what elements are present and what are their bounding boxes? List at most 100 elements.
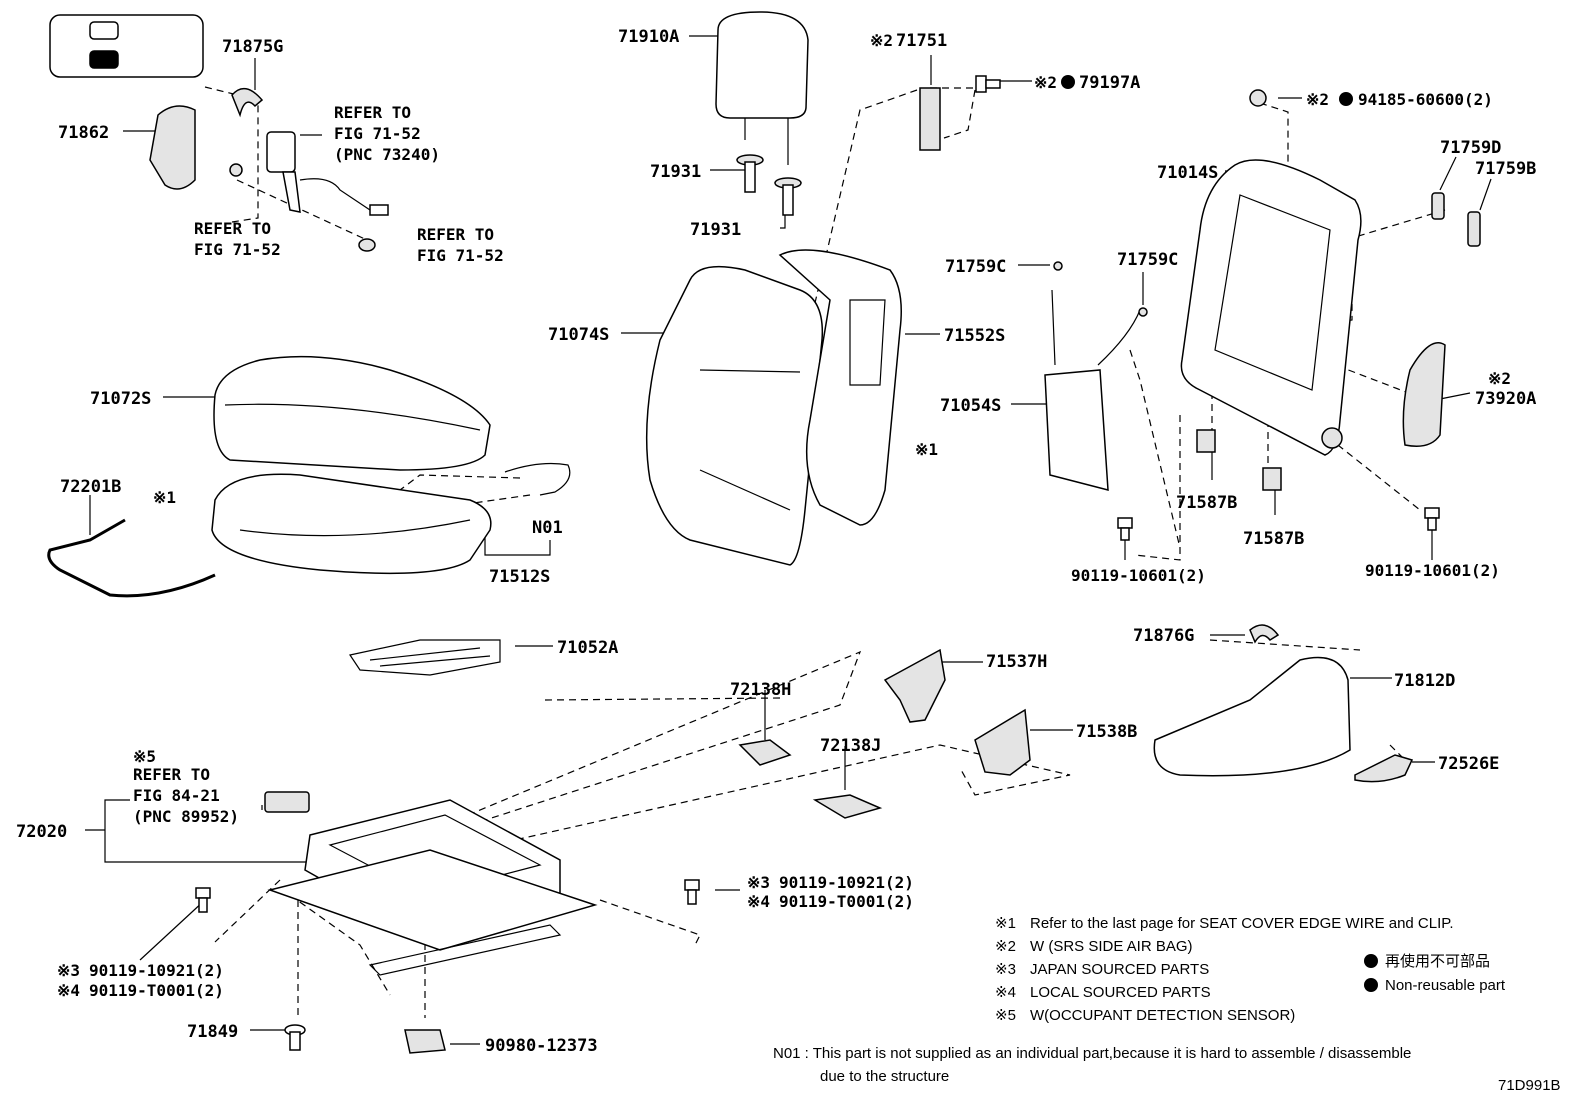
refer-71-52-right-line1[interactable]: REFER TO — [417, 225, 494, 244]
refer-84-21-line1[interactable]: REFER TO — [133, 765, 210, 784]
label-72020[interactable]: 72020 — [16, 822, 67, 842]
seatback-71074s-icon — [645, 265, 824, 566]
clip-71876g-icon — [1249, 624, 1280, 644]
label-71910A[interactable]: 71910A — [618, 27, 679, 47]
label-N01[interactable]: N01 — [532, 518, 563, 538]
label-90119-T0001-right[interactable]: 90119-T0001(2) — [779, 892, 914, 911]
label-71876G[interactable]: 71876G — [1133, 626, 1194, 646]
label-90119-10601-a[interactable]: 90119-10601(2) — [1071, 566, 1206, 585]
nut-94185-icon — [1249, 89, 1267, 107]
plug-90980-12373-icon — [404, 1029, 446, 1054]
label-94185-60600[interactable]: 94185-60600(2) — [1358, 90, 1493, 109]
label-71587B-a[interactable]: 71587B — [1176, 493, 1237, 513]
edge-wire-72201b-icon — [47, 518, 216, 598]
label-71931-b[interactable]: 71931 — [690, 220, 741, 240]
nut-icon — [229, 163, 243, 177]
label-71812D[interactable]: 71812D — [1394, 671, 1455, 691]
mark-local-left: ※4 — [57, 981, 80, 1000]
legend-note-3: JAPAN SOURCED PARTS — [1030, 961, 1209, 978]
label-90119-10921-right[interactable]: 90119-10921(2) — [779, 873, 914, 892]
refer-73240-line3[interactable]: (PNC 73240) — [334, 145, 440, 164]
label-71759C-b[interactable]: 71759C — [1117, 250, 1178, 270]
legend-note-4: LOCAL SOURCED PARTS — [1030, 984, 1211, 1001]
non-reusable-dot-icon — [1364, 954, 1378, 968]
label-71537H[interactable]: 71537H — [986, 652, 1047, 672]
legend-mark-2: ※2 — [995, 938, 1016, 955]
legend-notes: ※1 Refer to the last page for SEAT COVER… — [773, 915, 1561, 1094]
n01-note-line2: due to the structure — [820, 1068, 949, 1085]
legend-dot-en: Non-reusable part — [1385, 977, 1506, 994]
mark-japan-right: ※3 — [747, 873, 770, 892]
refer-84-21-line3[interactable]: (PNC 89952) — [133, 807, 239, 826]
shield-71862-icon — [149, 105, 196, 190]
refer-71-52-left-line2[interactable]: FIG 71-52 — [194, 240, 281, 259]
refer-73240-line2[interactable]: FIG 71-52 — [334, 124, 421, 143]
non-reusable-dot-icon — [1061, 75, 1075, 89]
legend-note-2: W (SRS SIDE AIR BAG) — [1030, 938, 1193, 955]
bracket-71587b-2-icon — [1262, 467, 1282, 491]
label-71587B-b[interactable]: 71587B — [1243, 529, 1304, 549]
label-90119-10921-left[interactable]: 90119-10921(2) — [89, 961, 224, 980]
mark-73920A: ※2 — [1488, 369, 1511, 388]
label-71552S[interactable]: 71552S — [944, 326, 1005, 346]
mark-71751: ※2 — [870, 31, 893, 50]
label-71014S[interactable]: 71014S — [1157, 163, 1218, 183]
label-71072S[interactable]: 71072S — [90, 389, 151, 409]
label-79197A[interactable]: 79197A — [1079, 73, 1140, 93]
bolt-71849-icon — [284, 1024, 306, 1051]
mark-94185: ※2 — [1306, 90, 1329, 109]
mark-79197A: ※2 — [1034, 73, 1057, 92]
label-71054S[interactable]: 71054S — [940, 396, 1001, 416]
refer-71-52-right-line2[interactable]: FIG 71-52 — [417, 246, 504, 265]
label-71759D[interactable]: 71759D — [1440, 138, 1501, 158]
label-71538B[interactable]: 71538B — [1076, 722, 1137, 742]
label-71875G[interactable]: 71875G — [222, 37, 283, 57]
mark-clip-back: ※1 — [915, 440, 938, 459]
label-71751[interactable]: 71751 — [896, 31, 947, 51]
legend-mark-3: ※3 — [995, 961, 1016, 978]
label-71074S[interactable]: 71074S — [548, 325, 609, 345]
clip-71759-icon — [1053, 192, 1481, 317]
bracket-71587b-icon — [1196, 429, 1216, 453]
side-shield-71812d-icon — [1153, 656, 1351, 777]
seatbelt-buckle-icon — [266, 131, 389, 216]
seat-adjuster-72020-icon — [267, 799, 598, 976]
diagram-id: 71D991B — [1498, 1077, 1561, 1094]
refer-73240-line1[interactable]: REFER TO — [334, 103, 411, 122]
bolt-90119-10601-icon — [1117, 507, 1440, 541]
cover-72138h-icon — [738, 739, 792, 766]
cover-72138j-icon — [812, 794, 883, 819]
clip-71875g-icon — [231, 87, 264, 118]
side-airbag-73920a-icon — [1402, 342, 1446, 447]
label-71512S[interactable]: 71512S — [489, 567, 550, 587]
label-71052A[interactable]: 71052A — [557, 638, 618, 658]
label-71931-a[interactable]: 71931 — [650, 162, 701, 182]
lumbar-support-71054s-icon — [1044, 289, 1141, 491]
refer-84-21-line2[interactable]: FIG 84-21 — [133, 786, 220, 805]
cover-71537h-icon — [883, 648, 946, 723]
label-71759B[interactable]: 71759B — [1475, 159, 1536, 179]
label-90119-10601-b[interactable]: 90119-10601(2) — [1365, 561, 1500, 580]
label-72201B[interactable]: 72201B — [60, 477, 121, 497]
label-90119-T0001-left[interactable]: 90119-T0001(2) — [89, 981, 224, 1000]
label-90980-12373[interactable]: 90980-12373 — [485, 1036, 598, 1056]
label-71862[interactable]: 71862 — [58, 123, 109, 143]
non-reusable-dot-icon — [1364, 978, 1378, 992]
label-71849[interactable]: 71849 — [187, 1022, 238, 1042]
legend-mark-5: ※5 — [995, 1007, 1016, 1024]
label-72138H[interactable]: 72138H — [730, 680, 791, 700]
legend-note-5: W(OCCUPANT DETECTION SENSOR) — [1030, 1007, 1295, 1024]
label-72526E[interactable]: 72526E — [1438, 754, 1499, 774]
sensor-wire-n01-icon — [504, 462, 571, 496]
washer-icon — [358, 238, 376, 252]
label-73920A[interactable]: 73920A — [1475, 389, 1536, 409]
label-71759C-a[interactable]: 71759C — [945, 257, 1006, 277]
mark-local-right: ※4 — [747, 892, 770, 911]
bolt-90119-10921-icon — [195, 879, 700, 913]
refer-71-52-left-line1[interactable]: REFER TO — [194, 219, 271, 238]
n01-note-line1: N01 : This part is not supplied as an in… — [773, 1045, 1411, 1062]
seatback-pad-71552s-icon — [778, 249, 902, 526]
label-72138J[interactable]: 72138J — [820, 736, 881, 756]
mark-japan-left: ※3 — [57, 961, 80, 980]
